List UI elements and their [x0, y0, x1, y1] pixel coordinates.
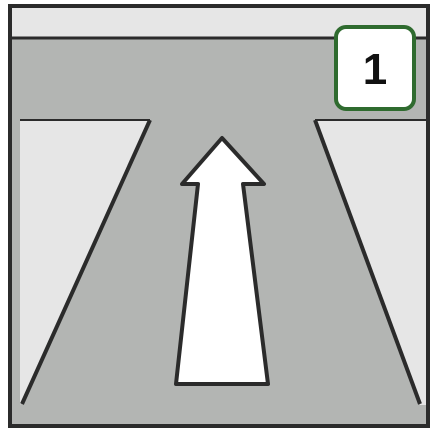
step-badge: 1: [336, 27, 414, 109]
step-badge-number: 1: [363, 45, 387, 94]
straight-ahead-arrow-icon: [176, 138, 268, 384]
